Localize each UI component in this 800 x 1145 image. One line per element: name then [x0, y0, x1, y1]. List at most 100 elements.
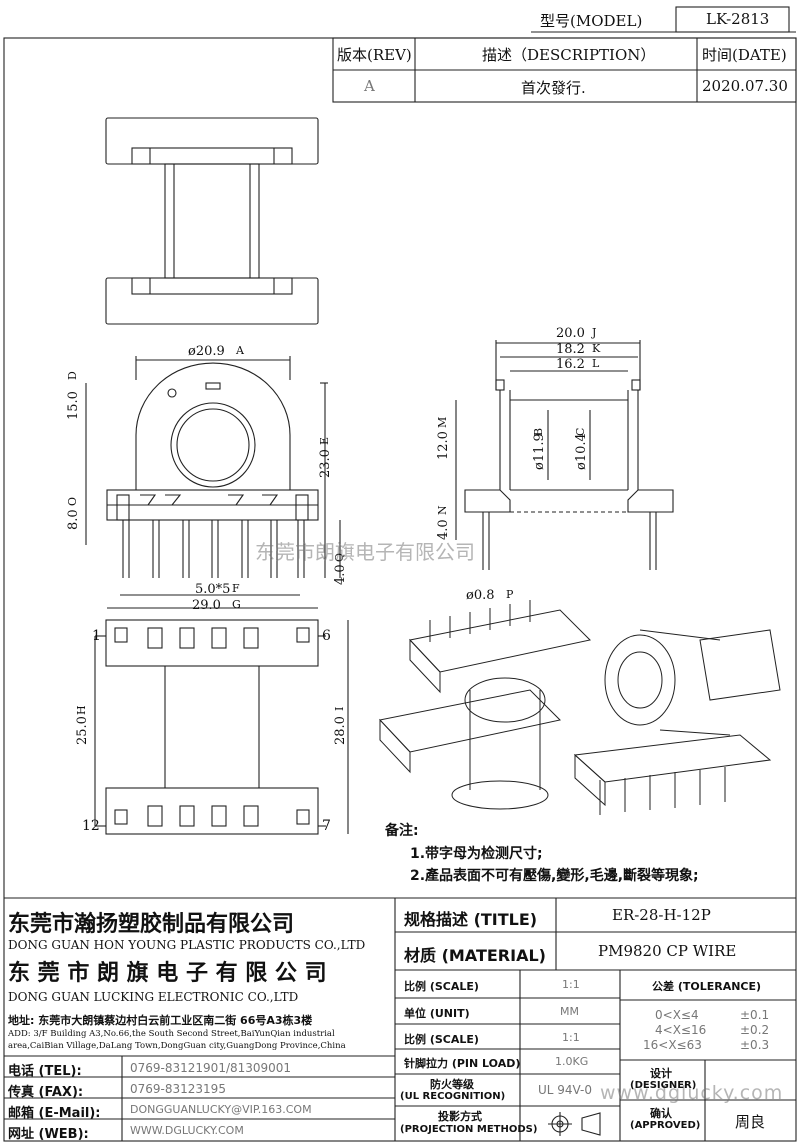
tolerance-3-value: ±0.3	[740, 1038, 770, 1052]
scale-value: 1:1	[562, 978, 580, 991]
pin-label-12: 12	[82, 818, 100, 834]
dim-4-0-front: 4.0	[333, 564, 348, 585]
web-value: WWW.DGLUCKY.COM	[130, 1124, 244, 1137]
dim-diameter-0-8: ø0.8	[466, 588, 495, 603]
flame-value: UL 94V-0	[538, 1083, 593, 1097]
tolerance-3-range: 16<X≤63	[643, 1038, 702, 1052]
company-name-2-en: DONG GUAN LUCKING ELECTRONIC CO.,LTD	[8, 990, 299, 1004]
unit-value: MM	[560, 1005, 579, 1018]
dim-28-0: 28.0	[333, 716, 348, 745]
dim-tag-i: I	[333, 706, 346, 711]
notes-title: 备注:	[385, 823, 419, 839]
pinload-value: 1.0KG	[555, 1055, 589, 1068]
tolerance-label: 公差 (TOLERANCE)	[652, 980, 762, 993]
company-name-2-cn: 东 莞 市 朗 旗 电 子 有 限 公 司	[8, 961, 327, 986]
title-label: 规格描述 (TITLE)	[404, 910, 538, 929]
dim-diameter-20-9: ø20.9	[188, 344, 225, 359]
dim-tag-h: H	[75, 705, 88, 715]
company-address-en-2: area,CaiBian Village,DaLang Town,DongGua…	[8, 1041, 346, 1051]
isometric-view	[379, 600, 781, 815]
date-header: 时间(DATE)	[702, 46, 787, 64]
date-value: 2020.07.30	[702, 77, 788, 95]
dim-25-0: 25.0	[75, 716, 90, 745]
watermark-url: www.dglucky.com	[600, 1082, 784, 1104]
pin-label-7: 7	[322, 818, 331, 834]
top-view	[105, 117, 319, 325]
material-label: 材质 (MATERIAL)	[404, 946, 546, 965]
dim-tag-j: J	[592, 326, 597, 339]
scale2-value: 1:1	[562, 1031, 580, 1044]
dim-23-0: 23.0	[318, 449, 333, 478]
dim-tag-p: P	[506, 588, 514, 601]
front-view	[85, 356, 341, 609]
model-label: 型号(MODEL)	[540, 12, 643, 30]
fax-label: 传真 (FAX):	[8, 1085, 84, 1100]
dim-29-0: 29.0	[192, 598, 221, 613]
scale2-label: 比例 (SCALE)	[404, 1033, 479, 1046]
note-2: 2.產品表面不可有壓傷,變形,毛邊,斷裂等現象;	[410, 868, 699, 884]
projection-label-2: (PROJECTION METHODS)	[400, 1124, 538, 1135]
company-address-en-1: ADD: 3/F Building A3,No.66,the South Sec…	[8, 1029, 335, 1039]
tel-label: 电话 (TEL):	[8, 1064, 82, 1079]
company-name-1-en: DONG GUAN HON YOUNG PLASTIC PRODUCTS CO.…	[8, 938, 366, 952]
dim-tag-m: M	[436, 416, 449, 428]
desc-header: 描述（DESCRIPTION）	[482, 46, 656, 64]
dim-tag-l: L	[592, 357, 600, 370]
pin-label-6: 6	[322, 628, 331, 644]
dim-16-2: 16.2	[556, 357, 585, 372]
pin-label-1: 1	[92, 628, 101, 644]
side-view	[455, 340, 674, 570]
tolerance-1-value: ±0.1	[740, 1008, 770, 1022]
dim-tag-b: B	[532, 427, 545, 436]
dim-tag-k: K	[592, 342, 601, 355]
approved-label-1: 确认	[650, 1107, 672, 1120]
unit-label: 单位 (UNIT)	[404, 1007, 470, 1020]
dim-tag-c: C	[574, 427, 587, 436]
watermark-cn: 东莞市朗旗电子有限公司	[255, 540, 475, 564]
title-value: ER-28-H-12P	[612, 906, 711, 924]
company-name-1-cn: 东莞市瀚扬塑胶制品有限公司	[8, 912, 295, 937]
projection-symbol-icon	[548, 1112, 601, 1136]
designer-label-1: 设计	[650, 1067, 672, 1080]
dim-tag-f: F	[232, 582, 240, 595]
note-1: 1.带字母为检测尺寸;	[410, 846, 543, 862]
dim-tag-g: G	[232, 598, 241, 611]
dim-20-0: 20.0	[556, 326, 585, 341]
dim-12-0: 12.0	[436, 431, 451, 460]
model-box	[675, 6, 790, 33]
designer-label-2: (DESIGNER)	[630, 1080, 697, 1091]
tolerance-1-range: 0<X≤4	[655, 1008, 699, 1022]
dim-5x5: 5.0*5	[195, 582, 231, 597]
email-label: 邮箱 (E-Mail):	[8, 1106, 101, 1121]
dim-tag-d: D	[66, 371, 79, 380]
dim-diameter-11-9: ø11.9	[532, 433, 547, 470]
info-table-lines	[4, 897, 796, 1141]
dim-8-0: 8.0	[66, 509, 81, 530]
scale-label: 比例 (SCALE)	[404, 980, 479, 993]
model-value: LK-2813	[706, 10, 770, 28]
dim-tag-o: O	[66, 496, 79, 506]
tolerance-2-range: 4<X≤16	[655, 1023, 707, 1037]
material-value: PM9820 CP WIRE	[598, 942, 737, 960]
projection-label-1: 投影方式	[438, 1110, 482, 1123]
dim-15-0: 15.0	[66, 391, 81, 420]
web-label: 网址 (WEB):	[8, 1127, 89, 1142]
tolerance-2-value: ±0.2	[740, 1023, 770, 1037]
dim-diameter-10-4: ø10.4	[574, 433, 589, 470]
rev-value: A	[364, 77, 375, 95]
dim-tag-a: A	[236, 344, 244, 357]
flame-label-2: (UL RECOGNITION)	[400, 1091, 506, 1102]
pinload-label: 针脚拉力 (PIN LOAD)	[404, 1057, 521, 1070]
flame-label-1: 防火等级	[430, 1078, 474, 1091]
rev-header: 版本(REV)	[337, 46, 412, 64]
approved-value: 周良	[735, 1113, 766, 1131]
fax-value: 0769-83123195	[130, 1082, 226, 1096]
approved-label-2: (APPROVED)	[630, 1120, 701, 1131]
company-address-cn: 地址: 东莞市大朗镇蔡边村白云前工业区南二街 66号A3栋3楼	[8, 1014, 313, 1027]
desc-value: 首次發行.	[521, 79, 586, 97]
dim-tag-n: N	[436, 505, 449, 515]
tel-value: 0769-83121901/81309001	[130, 1061, 292, 1075]
dim-tag-e: E	[318, 436, 331, 445]
email-value: DONGGUANLUCKY@VIP.163.COM	[130, 1103, 312, 1116]
